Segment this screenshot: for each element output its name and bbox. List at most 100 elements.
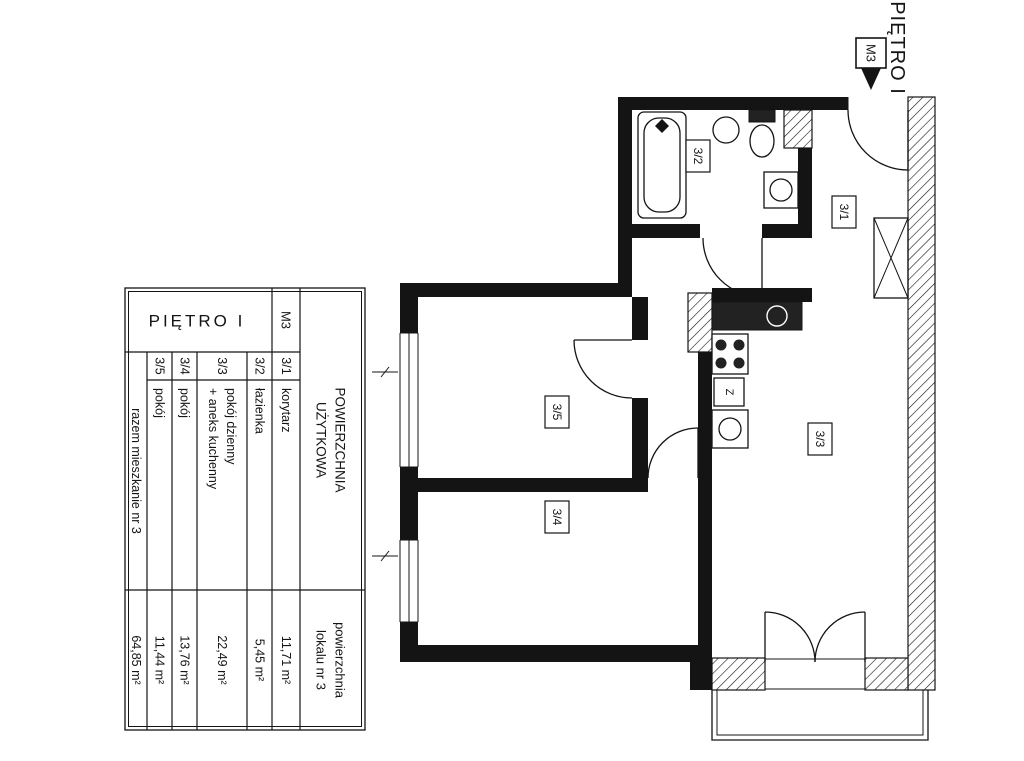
hatched-walls xyxy=(687,96,936,691)
toilet-bowl-icon xyxy=(749,124,775,158)
table-row: 3/4 pokój 13,76 m² xyxy=(178,357,192,684)
row-name: pokój dzienny xyxy=(224,388,238,465)
row-name: pokój xyxy=(178,388,192,418)
table-row: 3/5 pokój 11,44 m² xyxy=(153,357,167,684)
area-col-header-line2: lokalu nr 3 xyxy=(314,630,329,690)
wall-corridor-bottom xyxy=(632,478,648,492)
kitchen-vent-shaft xyxy=(687,292,713,353)
door-room35 xyxy=(573,339,633,399)
burner-icon xyxy=(733,339,745,351)
wall-jog xyxy=(690,645,712,690)
room-label-32: 3/2 xyxy=(691,148,705,165)
wall-stub-bathroom xyxy=(783,109,813,149)
wall-left-3 xyxy=(400,622,418,645)
kitchen-sink-icon xyxy=(766,305,788,327)
entrance-marker: M3 xyxy=(855,37,887,90)
wall-room35-room34 xyxy=(418,478,632,492)
door-balcony-double xyxy=(764,611,866,690)
bathtub-inner xyxy=(643,117,681,213)
kitchen-z-box xyxy=(713,377,745,407)
washing-machine-icon xyxy=(763,171,799,209)
wall-right-hatched xyxy=(907,96,936,691)
toilet-tank-icon xyxy=(748,109,776,123)
total-name: razem mieszkanie nr 3 xyxy=(129,408,143,534)
shaft-diagonal-2 xyxy=(873,217,909,299)
wall-bottom-hatched-left xyxy=(711,657,766,691)
room-label-35: 3/5 xyxy=(550,404,564,421)
row-area: 11,71 m² xyxy=(279,636,293,684)
windows xyxy=(372,332,419,623)
wall-corridor-right xyxy=(698,352,712,478)
table-inner-border xyxy=(128,291,362,727)
kitchen-z-label: Z xyxy=(723,389,735,396)
wall-bath-bottom-1 xyxy=(632,224,700,238)
duct-shaft xyxy=(873,217,909,299)
area-col-header-line1: powierzchnia xyxy=(333,622,348,699)
burner-icon xyxy=(733,357,745,369)
kitchen-fixtures: Z xyxy=(711,301,803,449)
row-area: 22,49 m² xyxy=(215,635,229,684)
wall-left-1 xyxy=(400,297,418,333)
wall-bath-bottom-2 xyxy=(762,224,812,238)
entrance-arrow-icon xyxy=(861,68,881,90)
table-row: 3/2 łazienka 5,45 m² xyxy=(253,357,267,681)
usable-area-header-line2: UŻYTKOWA xyxy=(314,402,329,478)
door-room34 xyxy=(647,427,699,479)
dishwasher-icon xyxy=(711,409,749,449)
row-no: 3/4 xyxy=(178,357,192,374)
bathtub-tap-icon xyxy=(655,119,669,133)
wall-wing-bottom xyxy=(400,645,690,662)
room-label-box-32 xyxy=(685,139,711,173)
bathroom-fixtures xyxy=(637,109,799,219)
row-no: 3/1 xyxy=(279,357,293,374)
legend-table: PIĘTRO I M3 POWIERZCHNIA UŻYTKOWA powier… xyxy=(124,287,366,731)
row-no: 3/2 xyxy=(253,357,267,374)
wall-bathroom-left xyxy=(618,110,632,283)
total-area: 64,85 m² xyxy=(129,635,143,684)
room-label-box-34 xyxy=(544,500,570,534)
shaft-outline xyxy=(873,217,909,299)
table-unit-header: M3 xyxy=(279,311,294,329)
table-row: 3/1 korytarz 11,71 m² xyxy=(279,357,293,684)
row-name: pokój xyxy=(153,388,167,418)
table-outer-border xyxy=(124,287,366,731)
apartment-plan: Z 3/2 3/1 3/5 3/4 3/3 M3 PIĘTRO I xyxy=(372,1,936,741)
wall-room34-living xyxy=(698,478,712,645)
usable-area-header-line1: POWIERZCHNIA xyxy=(333,387,348,492)
room-label-31: 3/1 xyxy=(837,204,851,221)
table-grid xyxy=(125,288,365,730)
room-label-box-31 xyxy=(831,195,857,229)
plan-floor-title: PIĘTRO I xyxy=(886,1,908,95)
entrance-marker-label: M3 xyxy=(864,44,879,62)
row-no: 3/3 xyxy=(215,357,229,374)
door-bathroom xyxy=(702,237,763,298)
room-label-33: 3/3 xyxy=(813,431,827,448)
burner-icon xyxy=(715,357,727,369)
row-name-line2: + aneks kuchenny xyxy=(206,388,220,490)
stove-icon xyxy=(711,333,749,375)
row-area: 11,44 m² xyxy=(153,636,167,684)
burner-icon xyxy=(715,339,727,351)
dimension-ticks xyxy=(372,366,398,562)
table-floor-header: PIĘTRO I xyxy=(149,312,246,331)
row-name: łazienka xyxy=(253,388,267,434)
row-name: korytarz xyxy=(279,388,293,432)
row-no: 3/5 xyxy=(153,357,167,374)
wall-wing-top xyxy=(400,283,632,297)
row-area: 5,45 m² xyxy=(253,639,267,681)
row-area: 13,76 m² xyxy=(178,635,192,684)
balcony xyxy=(711,690,929,741)
washing-machine-drum xyxy=(769,178,793,202)
window-room35 xyxy=(399,332,419,468)
door-entrance xyxy=(847,97,909,171)
room-label-34: 3/4 xyxy=(550,509,564,526)
washbasin-icon xyxy=(712,116,740,144)
table-row: 3/3 pokój dzienny + aneks kuchenny 22,49… xyxy=(206,357,238,684)
wall-corridor-left-1 xyxy=(632,297,648,340)
wall-left-2 xyxy=(400,467,418,540)
kitchen-counter xyxy=(711,301,803,331)
wall-corridor-left-2 xyxy=(632,398,648,478)
room-label-box-35 xyxy=(544,395,570,429)
